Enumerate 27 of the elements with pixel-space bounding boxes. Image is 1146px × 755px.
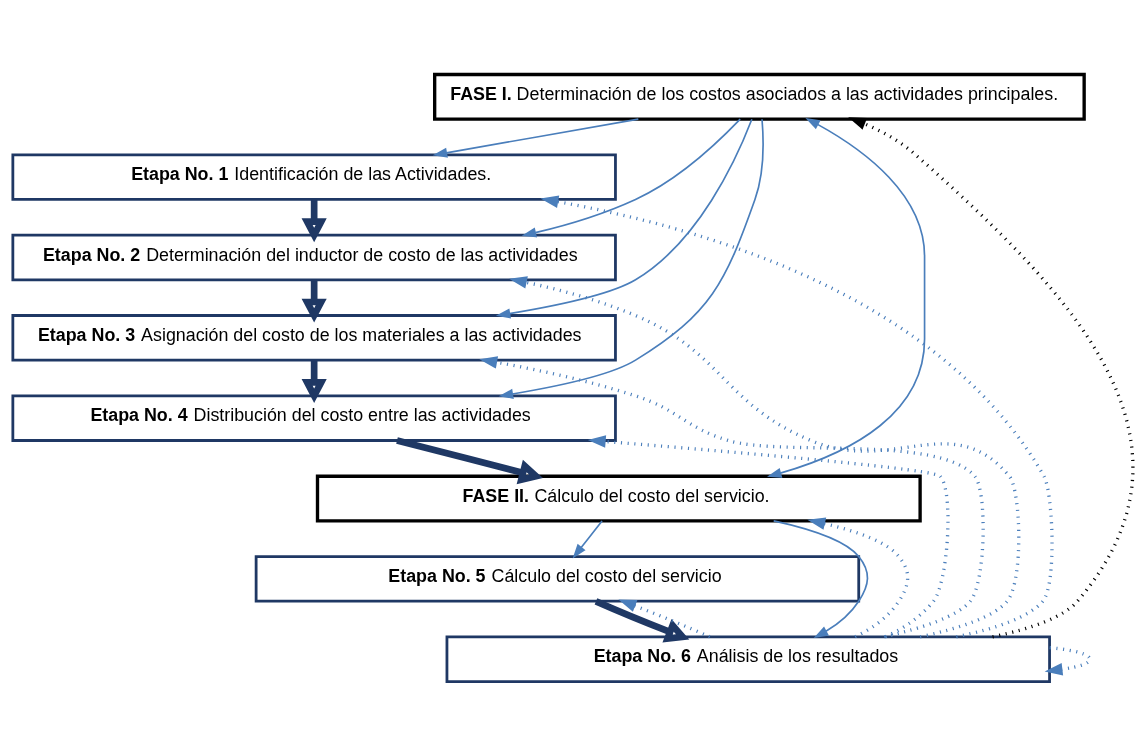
node-box: Etapa No. 3 Asignación del costo de los materiales a las actividades [11, 313, 617, 362]
arrow [396, 436, 543, 484]
node-box: Etapa No. 6 Análisis de los resultados [445, 635, 1051, 683]
arrow [767, 117, 926, 478]
arrow [1044, 645, 1092, 676]
arrow [772, 519, 869, 638]
arrow [848, 116, 1134, 638]
arrow [521, 117, 742, 237]
node-box: FASE II. Cálculo del costo del servicio. [315, 474, 922, 522]
arrow [509, 275, 1021, 638]
node-box: Etapa No. 2 Determinación del inductor de costo de las actividades [11, 233, 617, 281]
arrow [432, 117, 640, 158]
arrow [807, 517, 910, 638]
node-box: FASE I. Determinación de los costos asociados a las actividades principales. [433, 72, 1086, 121]
arrow [301, 279, 327, 323]
arrow [301, 359, 327, 403]
arrow [587, 434, 950, 638]
arrow [301, 199, 327, 242]
arrow [572, 519, 603, 558]
arrow [495, 117, 753, 319]
arrow [540, 195, 1054, 639]
node-box: Etapa No. 4 Distribución del costo entre las actividades [11, 393, 617, 442]
arrow [618, 599, 711, 638]
arrow [498, 117, 764, 399]
node-box: Etapa No. 1 Identificación de las Actividades. [11, 152, 617, 201]
node-box: Etapa No. 5 Cálculo del costo del servicio [254, 554, 861, 603]
arrow [479, 355, 985, 638]
